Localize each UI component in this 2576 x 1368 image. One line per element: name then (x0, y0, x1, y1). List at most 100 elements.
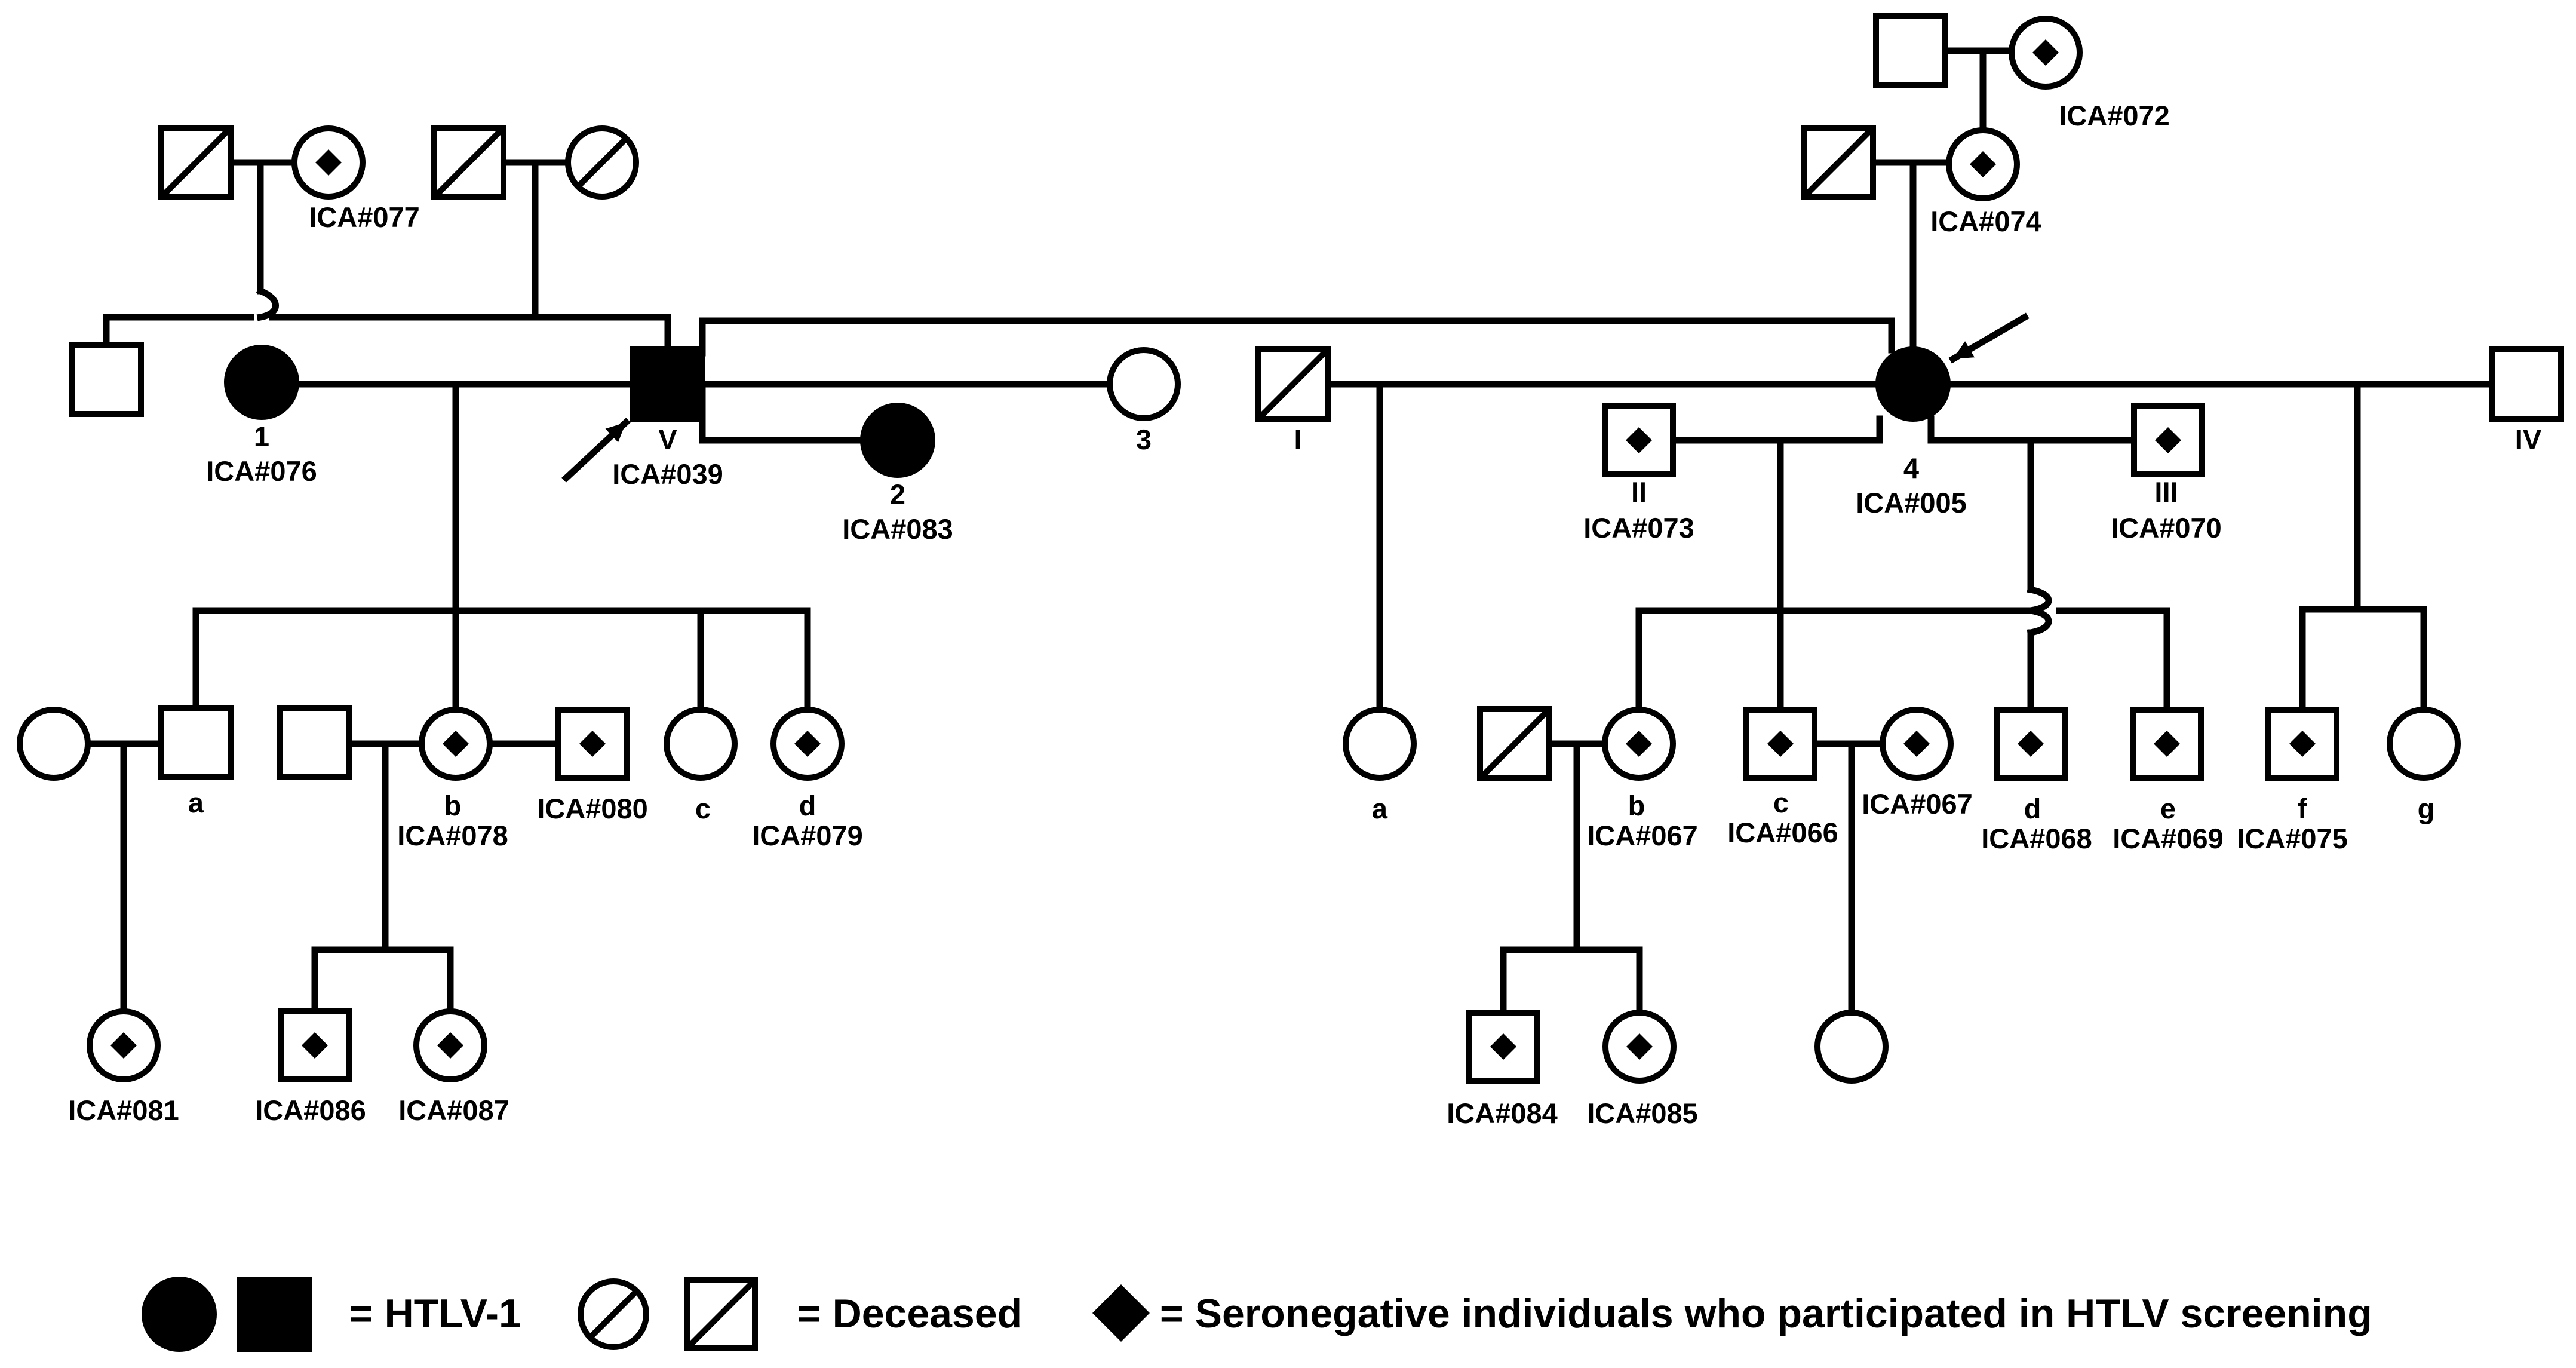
affected-male-square-icon (630, 346, 705, 422)
individual-label: ICA#086 (255, 1094, 366, 1126)
individual-p16 (1602, 403, 1676, 477)
individual-label: a (188, 787, 204, 818)
seronegative-diamond-icon (443, 731, 469, 757)
pedigree-line (2056, 607, 2170, 713)
individual-label: III (2154, 476, 2178, 508)
legend-seronegative-diamond-icon (1092, 1284, 1150, 1342)
individual-label: ICA#081 (68, 1094, 179, 1126)
deceased-slash-icon (1801, 125, 1875, 200)
individual-label: ICA#085 (1587, 1097, 1698, 1129)
deceased-slash-icon (432, 125, 506, 200)
individual-label: ICA#039 (612, 458, 723, 490)
individual-p31 (1994, 707, 2068, 781)
seronegative-diamond-icon (1626, 1033, 1653, 1060)
individual-label: 3 (1136, 424, 1152, 455)
individual-label: c (1773, 787, 1789, 818)
individual-label: ICA#078 (397, 820, 508, 851)
individual-label: ICA#077 (309, 201, 420, 233)
individual-label: ICA#072 (2059, 100, 2170, 131)
individual-label: 4 (1903, 452, 1919, 484)
female-circle-icon (2387, 707, 2461, 781)
pedigree-line (1669, 415, 1883, 444)
legend: = HTLV-1 = Deceased = Seronegative indiv… (142, 1277, 2372, 1352)
individual-p7 (630, 346, 705, 422)
individual-label: b (444, 790, 462, 821)
individual-label: I (1294, 424, 1301, 455)
individual-label: e (2160, 793, 2176, 824)
individual-p10 (1873, 13, 1948, 88)
individual-p23 (555, 707, 630, 781)
seronegative-diamond-icon (2018, 731, 2044, 757)
individual-p6 (224, 345, 299, 420)
line-crossing-hop (2027, 585, 2052, 637)
individual-label: d (2024, 793, 2041, 824)
seronegative-diamond-icon (1767, 731, 1794, 757)
individual-label: ICA#073 (1583, 512, 1694, 544)
individual-p40 (1814, 1010, 1889, 1084)
individual-p21 (277, 705, 352, 780)
individual-label: V (658, 424, 677, 455)
female-circle-icon (1814, 1010, 1889, 1084)
individual-p32 (2130, 707, 2204, 781)
male-square-icon (158, 705, 234, 780)
individual-p26 (1343, 707, 1417, 781)
individual-label: f (2298, 793, 2307, 824)
individual-p12 (1801, 125, 1876, 200)
individual-p28 (1602, 707, 1676, 781)
individual-p8 (860, 403, 935, 478)
individual-label: ICA#075 (2237, 823, 2348, 854)
individual-label: ICA#068 (1981, 823, 2092, 854)
individual-p18 (2489, 346, 2564, 422)
pedigree-line (1573, 946, 1643, 1016)
individual-label: ICA#084 (1447, 1097, 1558, 1129)
seronegative-diamond-icon (1970, 151, 1996, 177)
male-square-icon (2489, 346, 2564, 422)
individual-label: ICA#080 (537, 793, 648, 824)
seronegative-diamond-icon (437, 1032, 463, 1059)
individual-p20 (158, 705, 234, 780)
individual-label: c (695, 793, 711, 824)
individual-p3 (431, 125, 506, 200)
individual-label: a (1372, 793, 1388, 824)
individual-symbols (17, 13, 2564, 1084)
individual-label: 2 (890, 479, 905, 510)
individual-p1 (158, 125, 234, 200)
individual-p38 (1466, 1010, 1540, 1084)
seronegative-diamond-icon (794, 731, 821, 757)
legend-affected-male-icon (237, 1277, 312, 1352)
individual-p13 (1946, 127, 2020, 201)
legend-seronegative-text: = Seronegative individuals who participa… (1160, 1291, 2372, 1336)
individual-p2 (291, 125, 366, 200)
individual-p27 (1477, 706, 1552, 781)
legend-deceased-text: = Deceased (797, 1291, 1022, 1336)
individual-p36 (278, 1008, 352, 1082)
legend-deceased-male-slash (684, 1278, 757, 1351)
pedigree-line (311, 740, 389, 1015)
female-circle-icon (664, 707, 738, 781)
individual-label: ICA#070 (2111, 512, 2222, 544)
deceased-slash-icon (159, 125, 233, 200)
pedigree-line (699, 381, 867, 444)
male-square-icon (1743, 707, 1817, 781)
male-square-icon (277, 705, 352, 780)
female-circle-icon (1107, 347, 1181, 421)
individual-label: IV (2515, 424, 2542, 455)
line-crossing-hop (256, 286, 279, 321)
seronegative-diamond-icon (2154, 731, 2180, 757)
individual-p29 (1743, 707, 1817, 781)
deceased-slash-icon (576, 136, 628, 189)
individual-label: ICA#079 (752, 820, 863, 851)
individual-label: b (1628, 790, 1645, 821)
pedigree-line (699, 317, 1895, 357)
individual-p22 (419, 707, 493, 781)
seronegative-diamond-icon (110, 1032, 137, 1059)
individual-p4 (565, 125, 639, 200)
individual-p34 (2387, 707, 2461, 781)
individual-p35 (87, 1008, 161, 1082)
individual-label: ICA#083 (842, 513, 953, 545)
deceased-slash-icon (1478, 707, 1552, 781)
individual-p15 (1875, 346, 1951, 422)
individual-label: ICA#074 (1930, 205, 2041, 237)
individual-label: II (1631, 476, 1647, 508)
